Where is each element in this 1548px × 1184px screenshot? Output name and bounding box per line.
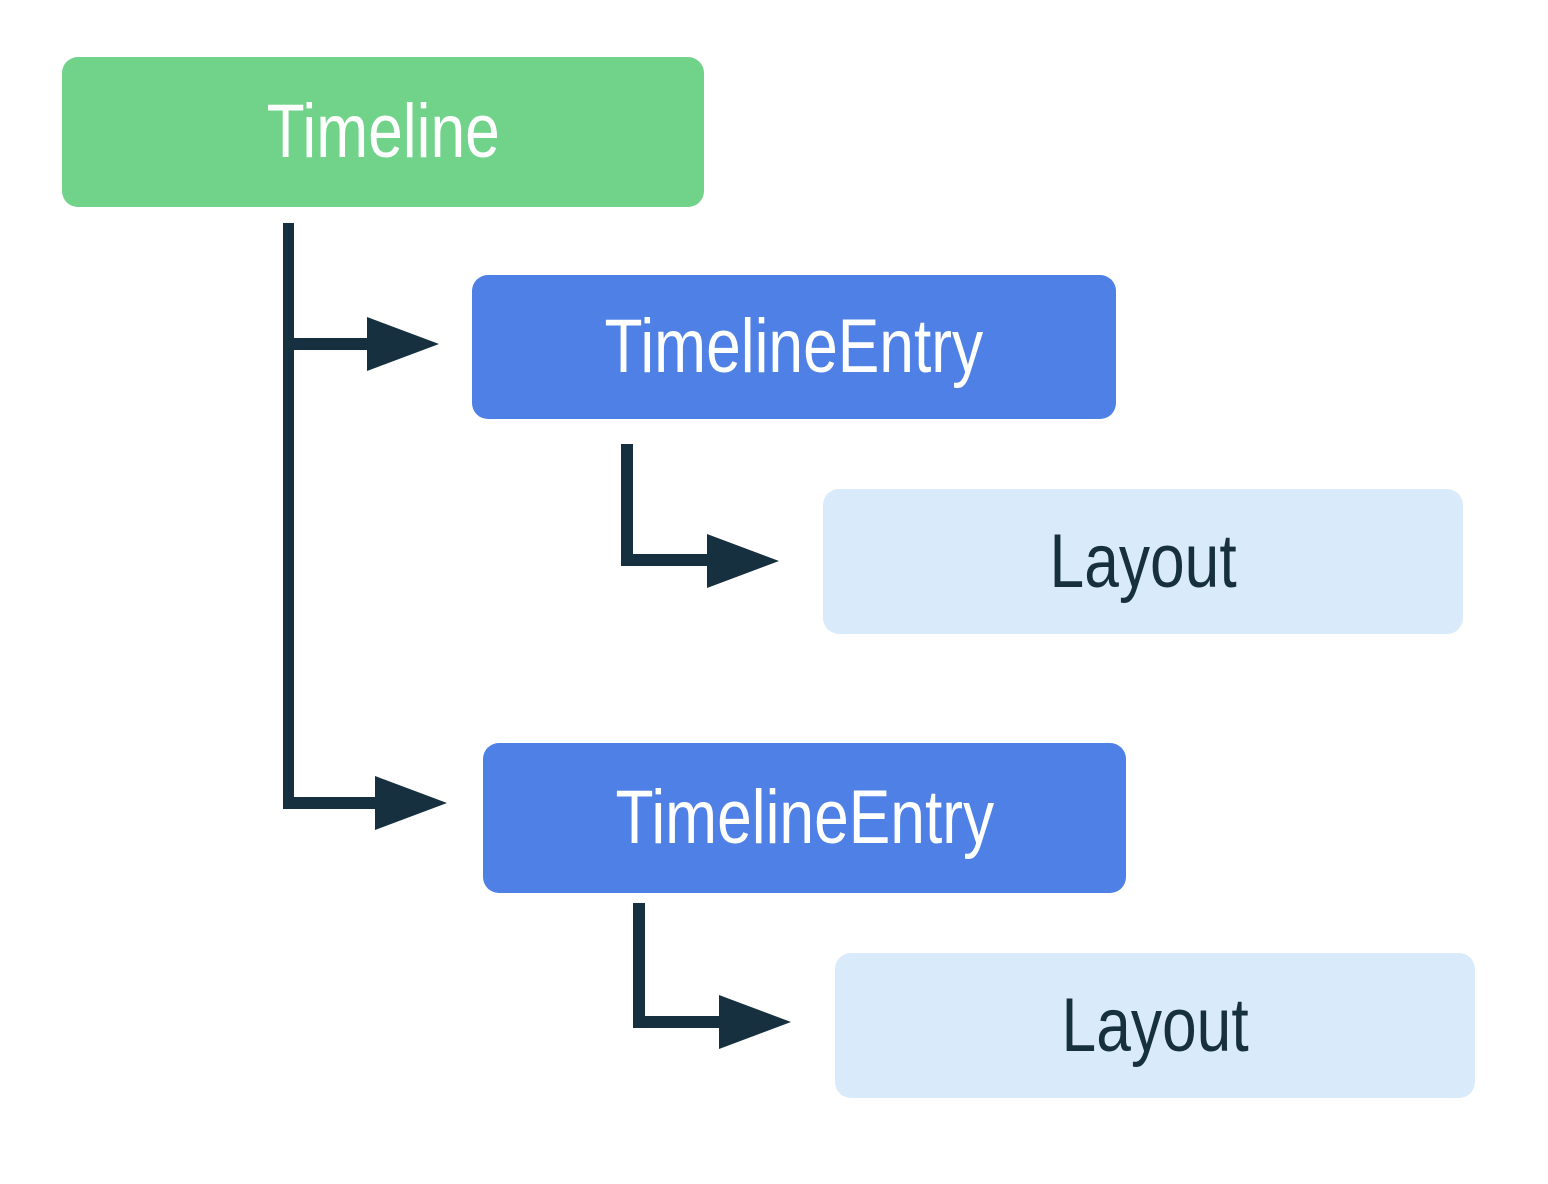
- connector-entry1-layout1-horizontal: [621, 554, 711, 566]
- node-timeline-label: Timeline: [266, 89, 500, 174]
- connector-entry2-layout2-vertical: [633, 903, 645, 1028]
- node-layout-1: Layout: [823, 489, 1463, 634]
- arrowhead-icon: [719, 995, 791, 1049]
- node-layout-2-label: Layout: [1061, 982, 1249, 1068]
- node-timeline: Timeline: [62, 57, 704, 207]
- arrowhead-icon: [375, 776, 447, 830]
- connector-branch2-horizontal: [283, 797, 378, 809]
- connector-trunk-vertical: [283, 223, 294, 809]
- node-layout-1-label: Layout: [1049, 518, 1237, 604]
- node-timeline-entry-2-label: TimelineEntry: [615, 775, 994, 860]
- connector-entry2-layout2-horizontal: [633, 1016, 723, 1028]
- connector-entry1-layout1-vertical: [621, 444, 633, 566]
- node-layout-2: Layout: [835, 953, 1475, 1098]
- node-timeline-entry-2: TimelineEntry: [483, 743, 1126, 893]
- arrowhead-icon: [367, 317, 439, 371]
- arrowhead-icon: [707, 534, 779, 588]
- node-timeline-entry-1-label: TimelineEntry: [604, 304, 984, 389]
- connector-branch1-horizontal: [283, 338, 371, 350]
- node-timeline-entry-1: TimelineEntry: [472, 275, 1116, 419]
